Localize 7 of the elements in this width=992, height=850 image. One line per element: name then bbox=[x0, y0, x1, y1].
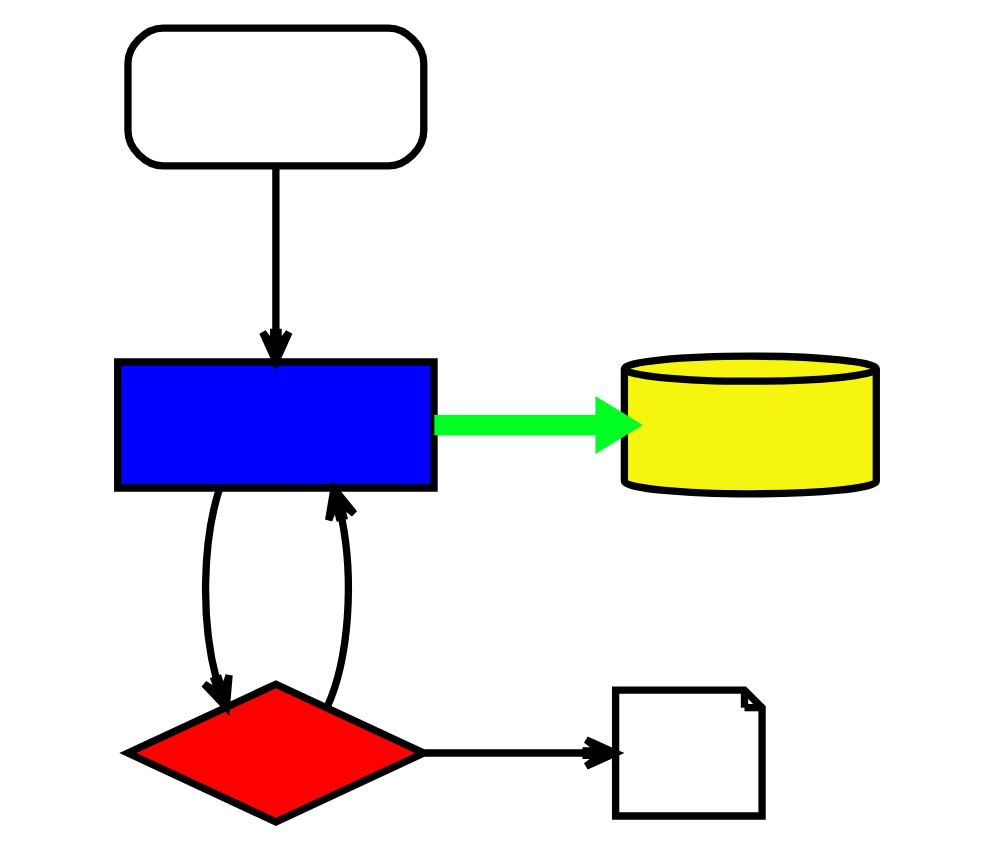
arrow bbox=[258, 165, 292, 366]
arrow bbox=[322, 484, 357, 709]
arrow bbox=[423, 736, 619, 770]
node-box bbox=[113, 358, 437, 492]
arrow bbox=[433, 395, 642, 455]
arrow bbox=[199, 487, 232, 711]
node-oval bbox=[123, 24, 427, 170]
